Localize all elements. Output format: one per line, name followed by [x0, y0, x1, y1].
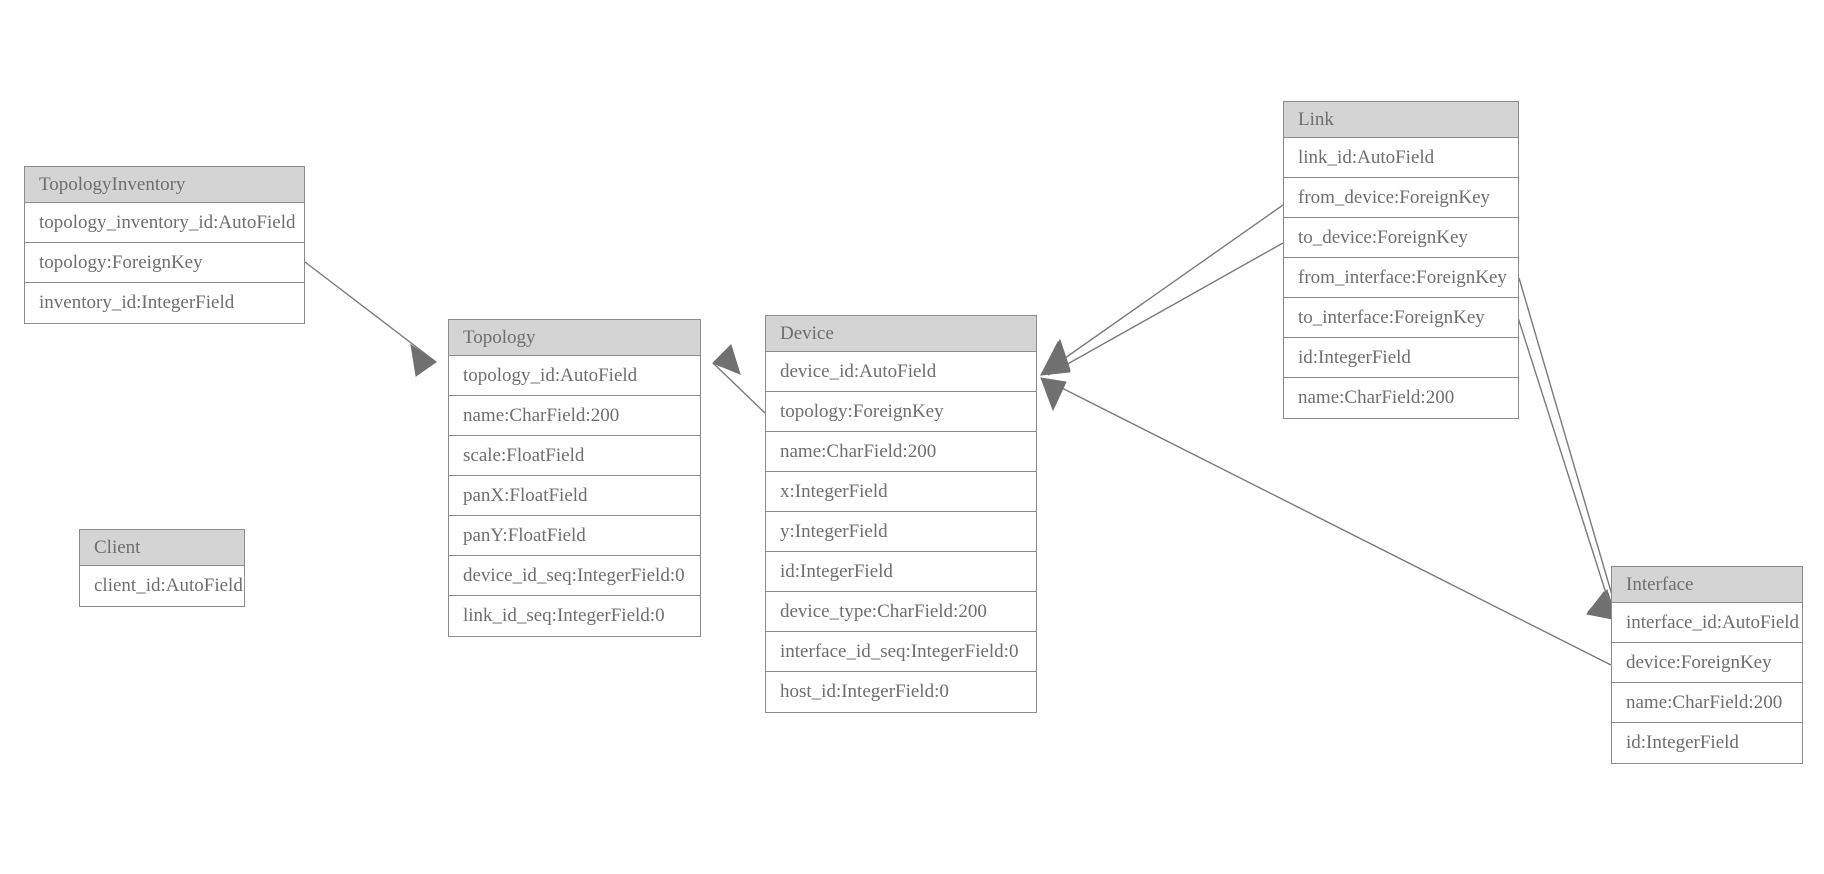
relationship-line — [1047, 380, 1612, 666]
entity-field: host_id:IntegerField:0 — [766, 672, 1036, 712]
entity-field: scale:FloatField — [449, 436, 700, 476]
entity-title: Interface — [1612, 567, 1802, 603]
entity-field: name:CharField:200 — [1284, 378, 1518, 418]
arrowhead-icon — [410, 343, 437, 377]
arrowhead-icon — [1040, 377, 1067, 412]
arrowhead-icon — [1040, 340, 1071, 376]
relationship-link-to-device — [1040, 242, 1284, 376]
relationship-line — [1047, 204, 1284, 371]
relationship-link-to-interface — [1505, 279, 1618, 621]
entity-field: y:IntegerField — [766, 512, 1036, 552]
entity-field: from_device:ForeignKey — [1284, 178, 1518, 218]
entity-title: Client — [80, 530, 244, 566]
arrowhead-icon — [712, 344, 741, 375]
entity-field: device_id_seq:IntegerField:0 — [449, 556, 700, 596]
entity-field: interface_id_seq:IntegerField:0 — [766, 632, 1036, 672]
entity-field: to_device:ForeignKey — [1284, 218, 1518, 258]
entity-field: interface_id:AutoField — [1612, 603, 1802, 643]
entity-field: topology_inventory_id:AutoField — [25, 203, 304, 243]
entity-title: TopologyInventory — [25, 167, 304, 203]
relationship-line — [304, 261, 437, 363]
entity-field: id:IntegerField — [1612, 723, 1802, 763]
entity-field: link_id_seq:IntegerField:0 — [449, 596, 700, 636]
relationship-link-from-interface — [1518, 277, 1618, 621]
entity-field: id:IntegerField — [766, 552, 1036, 592]
relationship-device-topology — [712, 344, 766, 414]
entity-field: id:IntegerField — [1284, 338, 1518, 378]
relationship-interface-device — [1040, 377, 1612, 666]
relationship-line — [712, 362, 766, 414]
entity-field: topology:ForeignKey — [25, 243, 304, 283]
entity-field: to_interface:ForeignKey — [1284, 298, 1518, 338]
relationship-topologyinventory-topology — [304, 261, 437, 377]
entity-title: Topology — [449, 320, 700, 356]
entity-field: device_type:CharField:200 — [766, 592, 1036, 632]
entity-field: device:ForeignKey — [1612, 643, 1802, 683]
entity-title: Device — [766, 316, 1036, 352]
entity-field: name:CharField:200 — [766, 432, 1036, 472]
entity-field: panY:FloatField — [449, 516, 700, 556]
entity-title: Link — [1284, 102, 1518, 138]
entity-field: inventory_id:IntegerField — [25, 283, 304, 323]
relationship-link-from-device — [1040, 204, 1284, 376]
entity-field: topology:ForeignKey — [766, 392, 1036, 432]
entity-field: from_interface:ForeignKey — [1284, 258, 1518, 298]
relationship-line — [1047, 242, 1284, 376]
entity-field: x:IntegerField — [766, 472, 1036, 512]
relationship-line — [1518, 277, 1618, 613]
entity-field: client_id:AutoField — [80, 566, 244, 606]
entity-field: name:CharField:200 — [1612, 683, 1802, 723]
relationship-line — [1505, 279, 1613, 613]
entity-field: topology_id:AutoField — [449, 356, 700, 396]
entity-field: panX:FloatField — [449, 476, 700, 516]
arrowhead-icon — [1040, 338, 1071, 376]
entity-field: device_id:AutoField — [766, 352, 1036, 392]
entity-field: link_id:AutoField — [1284, 138, 1518, 178]
entity-field: name:CharField:200 — [449, 396, 700, 436]
